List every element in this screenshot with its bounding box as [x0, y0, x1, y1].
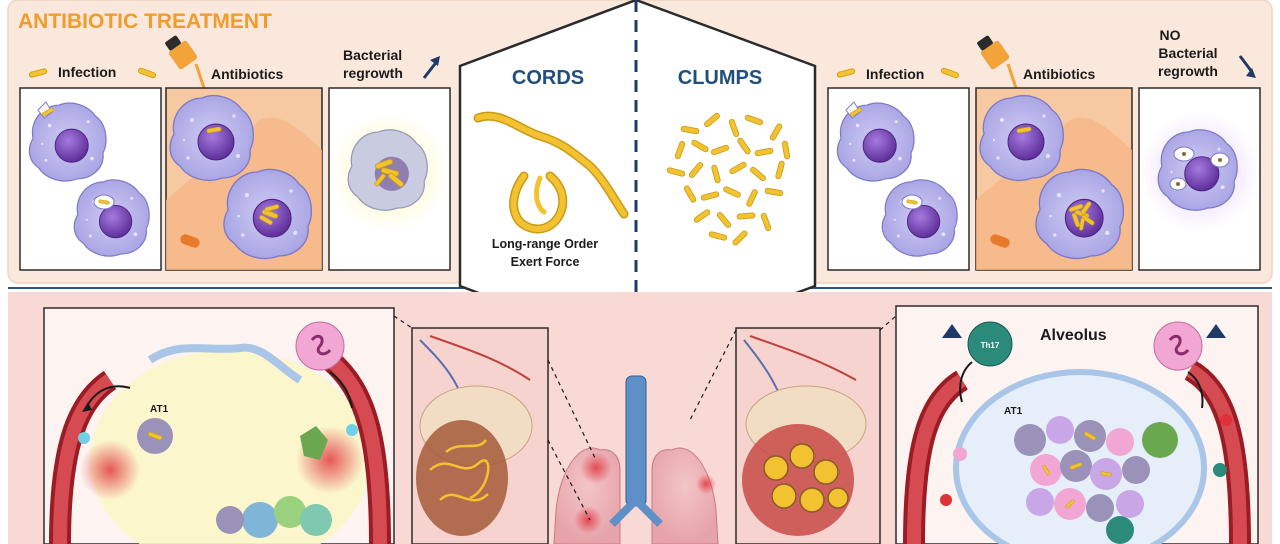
cords-regrowth-label-line2: regrowth [343, 65, 403, 81]
cords-granuloma-zoom [411, 327, 549, 544]
macrophage-icon [836, 102, 915, 182]
antibiotic-bottle-icon [165, 35, 206, 89]
center-hexagon: CORDS CLUMPS Long-range Order Exert Forc… [458, 0, 817, 544]
th17-label: Th17 [981, 341, 1000, 350]
alveolus-title: Alveolus [1040, 327, 1107, 344]
macrophage-icon [73, 179, 150, 257]
clumps-no-regrowth-stage: NO Bacterial regrowth [1138, 27, 1261, 271]
antibiotic-bottle-icon [977, 35, 1018, 89]
pill-icon [180, 234, 200, 248]
clumps-regrowth-label-line2: Bacterial [1158, 45, 1217, 61]
cords-infection-label: Infection [58, 64, 116, 80]
lungs-illustration [553, 375, 719, 544]
zoom-lines [393, 315, 897, 521]
bacterial-cord-illustration [473, 111, 629, 234]
cords-regrowth-stage: Bacterial regrowth [328, 47, 451, 271]
cords-regrowth-label-line1: Bacterial [343, 47, 402, 63]
clumps-antibiotics-label: Antibiotics [1023, 66, 1096, 82]
th17-cell-icon [967, 321, 1013, 367]
clumps-infection-label: Infection [866, 66, 924, 82]
treatment-title: ANTIBIOTIC TREATMENT [18, 10, 272, 33]
cords-infection-stage: Infection [19, 64, 162, 271]
clumps-antibiotics-stage: Antibiotics [975, 35, 1133, 271]
cords-caption-line1: Long-range Order [492, 237, 598, 251]
cords-antibiotics-label: Antibiotics [211, 66, 284, 82]
cords-title: CORDS [512, 67, 584, 89]
clumps-infection-stage: Infection [827, 66, 970, 271]
clumps-alveolus-panel: Alveolus AT1 Th17 [895, 305, 1259, 544]
cords-caption-line2: Exert Force [511, 255, 580, 269]
cords-alveolus-panel: AT1 [43, 307, 395, 544]
cords-antibiotics-stage: Antibiotics [165, 35, 323, 271]
macrophage-icon [1157, 129, 1238, 211]
clumps-granuloma-zoom [735, 327, 881, 544]
macrophage-icon [169, 94, 254, 182]
macrophage-icon [881, 179, 958, 257]
pill-icon [990, 234, 1010, 248]
decrease-arrow-icon [1238, 55, 1254, 73]
clumps-title: CLUMPS [678, 67, 762, 89]
clumps-regrowth-label-line1: NO [1160, 27, 1181, 43]
cords-at1-label: AT1 [150, 404, 169, 415]
trachea-icon [625, 375, 647, 507]
clumps-at1-label: AT1 [1004, 406, 1023, 417]
macrophage-icon [979, 94, 1064, 182]
clumps-regrowth-label-line3: regrowth [1158, 63, 1218, 79]
macrophage-icon [28, 102, 107, 182]
immune-cell-cluster [1014, 416, 1178, 544]
